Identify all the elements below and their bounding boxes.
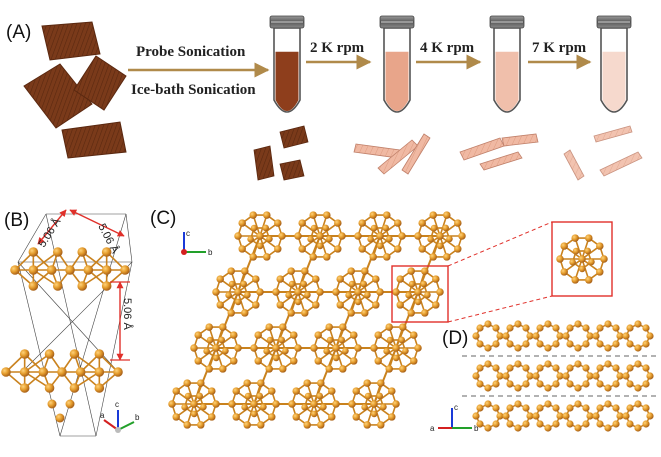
highlight-box [391, 265, 449, 323]
zoom-inset-cluster [556, 234, 608, 284]
speed-label-4k: 4 K rpm [420, 40, 475, 56]
side-view-lattice [472, 320, 654, 432]
cluster-8 [392, 267, 444, 317]
probe-sonication-label: Probe Sonication [136, 44, 246, 60]
inset-cluster-atoms [556, 234, 608, 284]
cluster-bottom [1, 349, 123, 423]
cluster-top-atoms [10, 247, 130, 291]
side-layer-1 [472, 320, 654, 352]
dimension-label-1: 5.06 Å [36, 215, 64, 249]
exfoliated-flakes-2k [253, 125, 309, 181]
cluster-9 [190, 323, 242, 373]
axes-triad-c: c b [181, 229, 213, 257]
cluster-lattice [168, 211, 466, 429]
axis-label-b-c: b [208, 248, 213, 257]
axes-triad-b: a c b [100, 400, 140, 433]
panel-label-c: (C) [150, 208, 176, 229]
axis-label-b-b: b [135, 413, 140, 422]
cluster-1 [234, 211, 286, 261]
cluster-15 [288, 379, 340, 429]
inter-cluster-bonds [193, 235, 441, 405]
tube-liquid-2 [385, 51, 409, 111]
centrifuge-tube-2 [379, 15, 415, 113]
side-layer-3 [472, 400, 654, 432]
bulk-flakes [23, 21, 127, 159]
dimension-label-2: 5.06 Å [95, 221, 122, 256]
centrifuge-tube-4 [596, 15, 632, 113]
ice-bath-sonication-label: Ice-bath Sonication [131, 82, 256, 98]
axis-label-a-b: a [100, 411, 105, 420]
cluster-16 [348, 379, 400, 429]
tube-liquid-3 [495, 51, 519, 111]
centrifuge-tubes [269, 15, 632, 113]
dimension-arrow-2 [69, 209, 125, 237]
cluster-10 [250, 323, 302, 373]
side-layer-2 [472, 360, 654, 392]
axis-label-a-d: a [430, 424, 435, 433]
dimension-label-3: 5.06 Å [121, 298, 134, 330]
axes-triad-d: a c b [430, 403, 479, 433]
axis-label-b-d: b [474, 424, 479, 433]
cluster-6 [272, 267, 324, 317]
cluster-top [10, 247, 130, 291]
cluster-12 [370, 323, 422, 373]
centrifuge-tube-1 [269, 15, 305, 113]
centrifuge-tube-3 [489, 15, 525, 113]
axis-label-c-d: c [454, 403, 458, 412]
cluster-bottom-atoms [1, 349, 123, 393]
cluster-2 [294, 211, 346, 261]
cluster-3 [354, 211, 406, 261]
axis-label-c-b: c [115, 400, 119, 409]
cluster-13 [168, 379, 220, 429]
speed-label-2k: 2 K rpm [310, 40, 365, 56]
panel-label-d: (D) [442, 328, 468, 349]
tube-liquid-4 [602, 51, 626, 111]
cluster-7 [332, 267, 384, 317]
panel-label-b: (B) [4, 210, 29, 231]
cluster-14 [228, 379, 280, 429]
dimension-arrow-1 [37, 209, 67, 245]
exfoliated-flakes-final [563, 125, 643, 181]
cluster-5 [212, 267, 264, 317]
speed-label-7k: 7 K rpm [532, 40, 587, 56]
cluster-4 [414, 211, 466, 261]
cluster-11 [310, 323, 362, 373]
exfoliated-flakes-7k [459, 133, 539, 171]
axis-label-c-c: c [186, 229, 190, 238]
exfoliated-flakes-4k [353, 133, 431, 175]
panel-label-a: (A) [6, 22, 31, 43]
tube-liquid-1 [275, 51, 299, 111]
